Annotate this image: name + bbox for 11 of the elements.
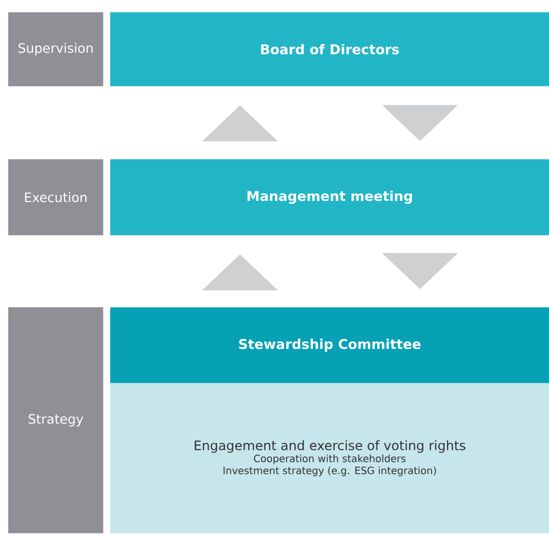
triangle-arrow — [202, 105, 278, 142]
side-label-box: Strategy — [8, 307, 104, 534]
side-label-box: Execution — [8, 159, 104, 236]
title-box: Management meeting — [110, 159, 549, 236]
text-panel: Engagement and exercise of voting rights Cooperation with stakeholders Investment strategy (e.g. ESG integration) — [110, 383, 549, 534]
triangle-arrow — [382, 105, 458, 141]
triangle-arrow — [202, 254, 278, 290]
triangle-arrow — [382, 253, 458, 289]
side-label-box: Supervision — [8, 12, 104, 86]
title-box: Board of Directors — [110, 12, 549, 86]
title-box: Stewardship Committee — [110, 307, 549, 384]
